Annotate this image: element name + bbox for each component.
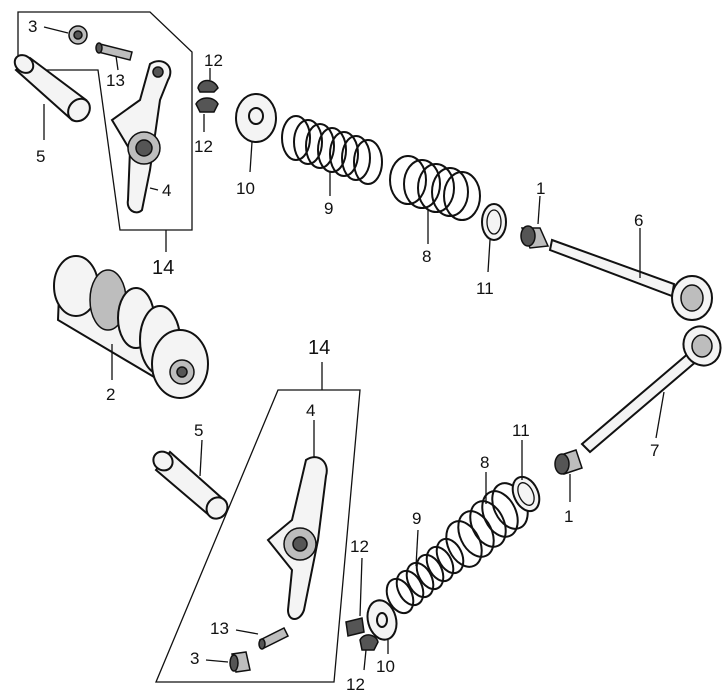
label-lower-13: 13: [210, 619, 229, 638]
leader-lower-12b: [363, 649, 367, 671]
leader-upper-3: [43, 26, 69, 34]
upper-cotters-part-12: [195, 79, 219, 113]
leader-lower-3: [205, 659, 229, 663]
label-lower-4: 4: [306, 401, 315, 420]
lower-group-outline: [155, 389, 361, 683]
leader-upper-4: [149, 187, 159, 191]
lower-nut-part-3: [229, 651, 251, 673]
label-6: 6: [634, 211, 643, 230]
label-upper-12a: 12: [204, 51, 223, 70]
intake-valve-part-6: [548, 238, 713, 321]
label-upper-8: 8: [422, 247, 431, 266]
label-7: 7: [650, 441, 659, 460]
label-upper-14: 14: [152, 257, 174, 279]
label-upper-13: 13: [106, 71, 125, 90]
label-upper-5: 5: [36, 147, 45, 166]
upper-retainer-part-10: [235, 93, 277, 143]
label-upper-3: 3: [28, 17, 37, 36]
label-upper-12b: 12: [194, 137, 213, 156]
upper-outer-spring-part-8: [389, 155, 481, 221]
label-lower-9: 9: [412, 509, 421, 528]
leader-lower-13: [235, 629, 259, 635]
lower-stem-seal-part-1: [554, 449, 583, 475]
label-upper-11: 11: [476, 279, 494, 298]
camshaft-part-2: [53, 255, 209, 399]
leader-7: [655, 391, 665, 439]
label-lower-14: 14: [308, 337, 330, 359]
leader-upper-1: [537, 195, 541, 225]
label-upper-4: 4: [162, 181, 171, 200]
upper-rocker-shaft-part-5: [13, 54, 91, 123]
label-lower-11: 11: [512, 421, 530, 440]
upper-inner-spring-part-9: [281, 115, 383, 185]
lower-cotters-part-12: [345, 617, 379, 651]
upper-nut-part-3: [68, 25, 88, 45]
label-upper-1: 1: [536, 179, 545, 198]
upper-pin-part-13: [95, 42, 133, 61]
lower-rocker-arm-part-4: [266, 456, 328, 620]
leader-upper-10: [249, 141, 253, 173]
label-2: 2: [106, 385, 115, 404]
leader-lower-12a: [359, 557, 363, 617]
upper-stem-seal-part-1: [520, 225, 550, 249]
leader-upper-11: [487, 239, 491, 273]
lower-inner-spring-part-9: [385, 537, 465, 615]
lower-pin-part-13: [258, 626, 290, 650]
lower-retainer-part-10: [366, 599, 398, 641]
label-lower-12b: 12: [346, 675, 365, 694]
label-lower-10: 10: [376, 657, 395, 676]
label-lower-1: 1: [564, 507, 573, 526]
upper-seat-washer-part-11: [481, 203, 507, 241]
exhaust-valve-part-7: [580, 325, 722, 454]
leader-upper-13: [115, 55, 119, 71]
label-lower-3: 3: [190, 649, 199, 668]
leader-lower-5: [199, 439, 203, 477]
lower-rocker-shaft-part-5: [152, 450, 229, 520]
upper-rocker-arm-part-4: [110, 60, 172, 214]
label-upper-10: 10: [236, 179, 255, 198]
label-lower-8: 8: [480, 453, 489, 472]
label-lower-5: 5: [194, 421, 203, 440]
label-upper-9: 9: [324, 199, 333, 218]
label-lower-12a: 12: [350, 537, 369, 556]
leader-lower-9: [415, 529, 419, 567]
lower-seat-washer-part-11: [511, 475, 541, 513]
